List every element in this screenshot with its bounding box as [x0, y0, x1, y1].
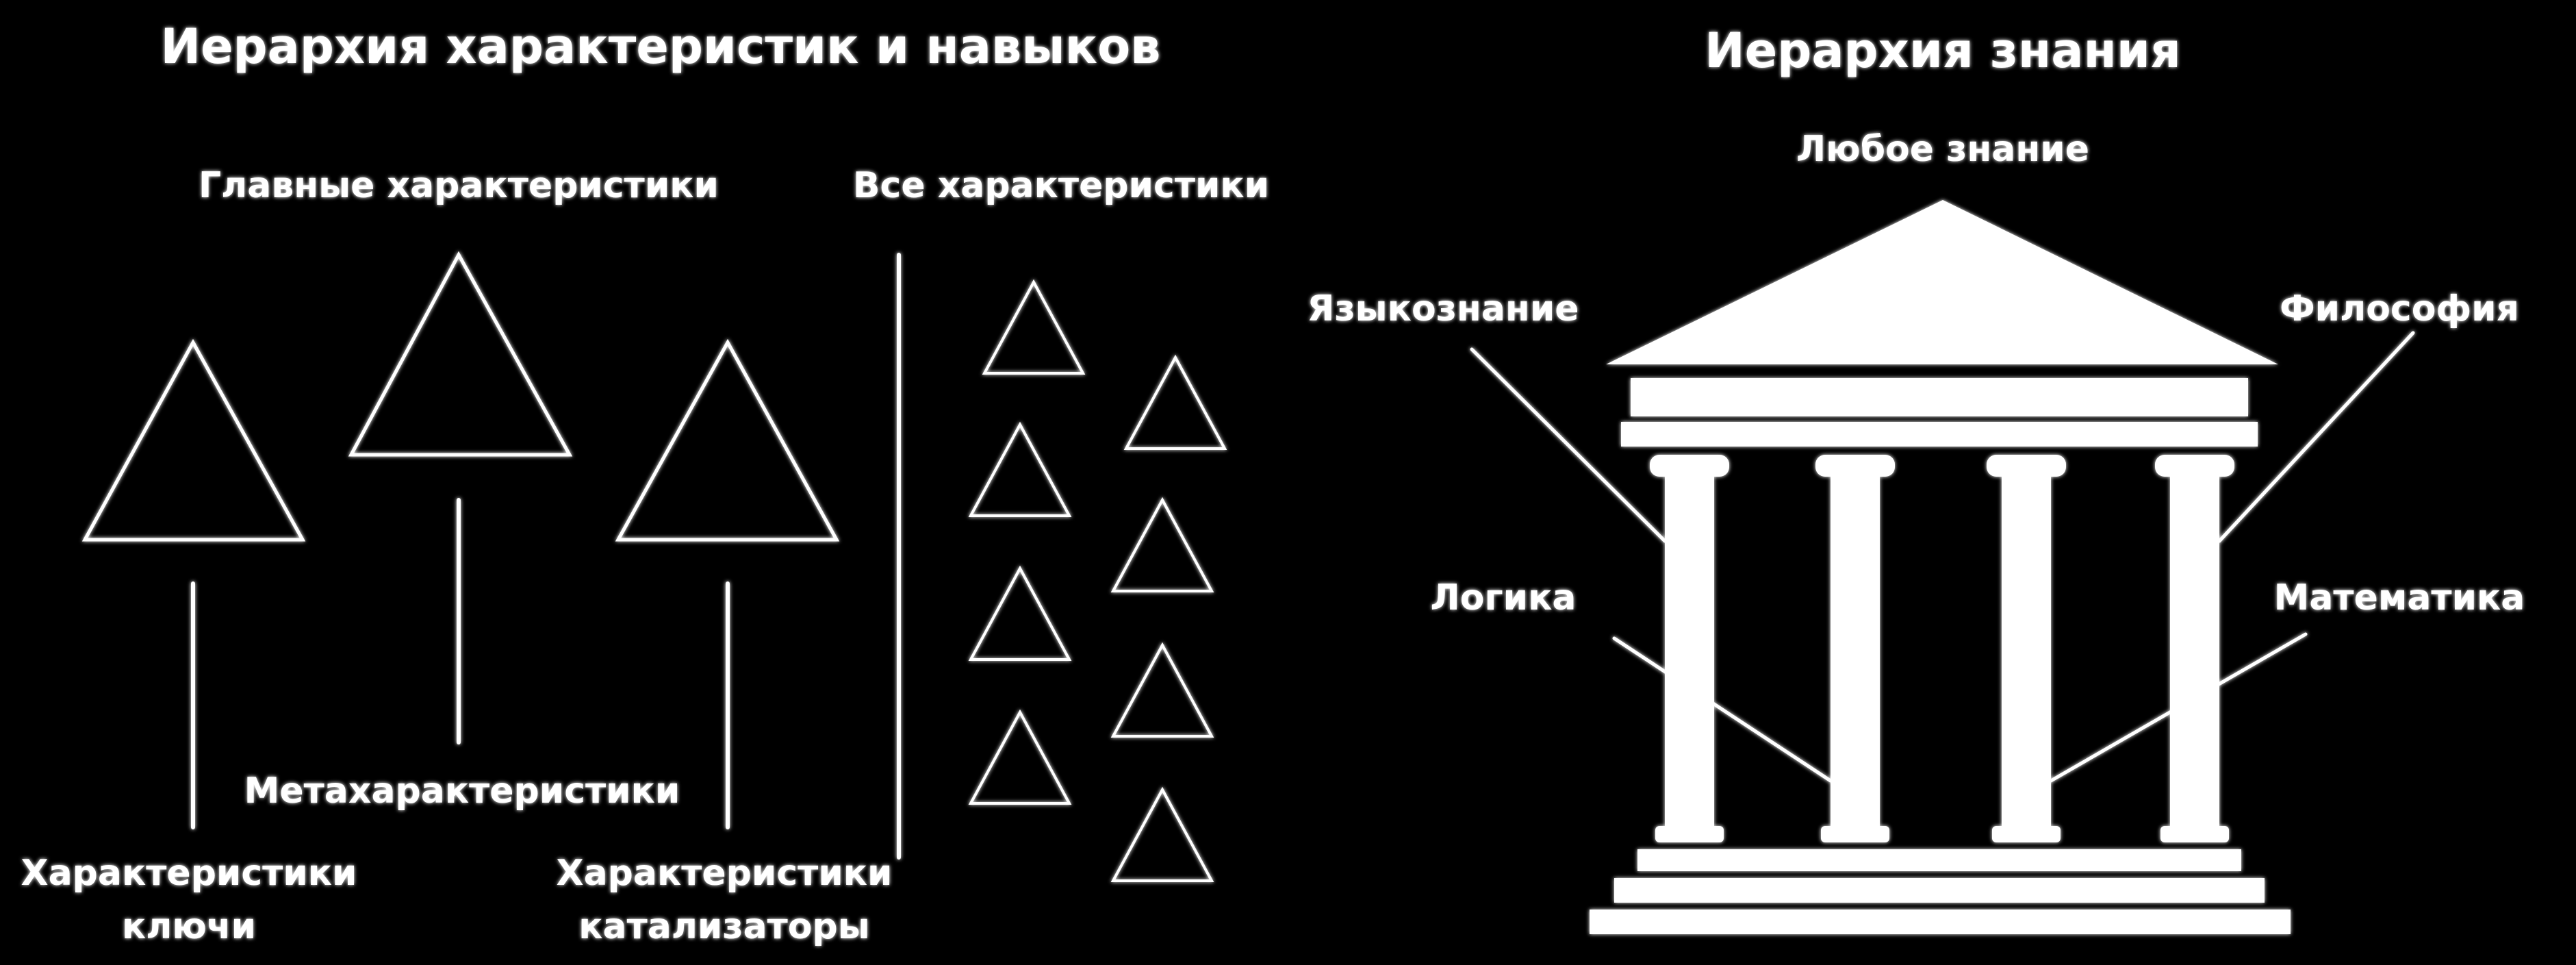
math-label: Математика: [2274, 577, 2525, 618]
philosophy-leader-line: [2217, 331, 2415, 543]
meta-characteristics-label: Метахарактеристики: [244, 770, 680, 812]
meta-characteristic-triangle: [348, 251, 573, 457]
linguistics-label: Языкознание: [1307, 288, 1579, 329]
key-characteristic-triangle: [81, 338, 306, 542]
main-characteristics-heading: Главные характеристики: [199, 165, 719, 206]
small-triangle: [1110, 786, 1214, 882]
temple-icon: [1590, 200, 2291, 934]
small-triangle: [968, 565, 1072, 661]
temple-column: [1987, 455, 2066, 842]
temple-column: [2155, 455, 2234, 842]
philosophy-label: Философия: [2280, 288, 2519, 329]
temple-pediment: [1606, 200, 2278, 364]
temple-column: [1815, 455, 1895, 842]
temple-step-top: [1637, 849, 2241, 871]
linguistics-leader-line: [1470, 347, 1667, 543]
characteristics-hierarchy-panel: Иерархия характеристик и навыков Главные…: [21, 18, 1270, 947]
left-panel-title: Иерархия характеристик и навыков: [161, 18, 1161, 75]
logic-leader-line: [1612, 636, 1833, 783]
small-triangle: [1110, 642, 1214, 738]
temple-column: [1650, 455, 1729, 842]
temple-step-middle: [1614, 878, 2265, 903]
right-panel-title: Иерархия знания: [1705, 23, 2181, 79]
key-characteristics-label-line2: ключи: [122, 906, 256, 947]
all-characteristics-heading: Все характеристики: [853, 165, 1269, 206]
small-triangle: [1110, 497, 1214, 592]
temple-architrave: [1621, 422, 2258, 447]
key-characteristics-label-line1: Характеристики: [21, 853, 357, 894]
small-triangle: [982, 279, 1086, 375]
temple-entablature: [1631, 378, 2248, 416]
all-characteristics-triangles: [968, 279, 1227, 882]
small-triangle: [968, 709, 1072, 805]
math-leader-line: [2049, 632, 2308, 783]
catalyst-characteristics-label-line2: катализаторы: [578, 906, 870, 947]
knowledge-hierarchy-panel: Иерархия знания Любое знание: [1307, 23, 2525, 934]
logic-label: Логика: [1431, 577, 1577, 618]
catalyst-characteristic-triangle: [615, 338, 840, 542]
small-triangle: [1123, 354, 1227, 450]
temple-step-bottom: [1590, 910, 2291, 934]
any-knowledge-label: Любое знание: [1796, 129, 2089, 170]
catalyst-characteristics-label-line1: Характеристики: [557, 853, 893, 894]
small-triangle: [968, 421, 1072, 517]
